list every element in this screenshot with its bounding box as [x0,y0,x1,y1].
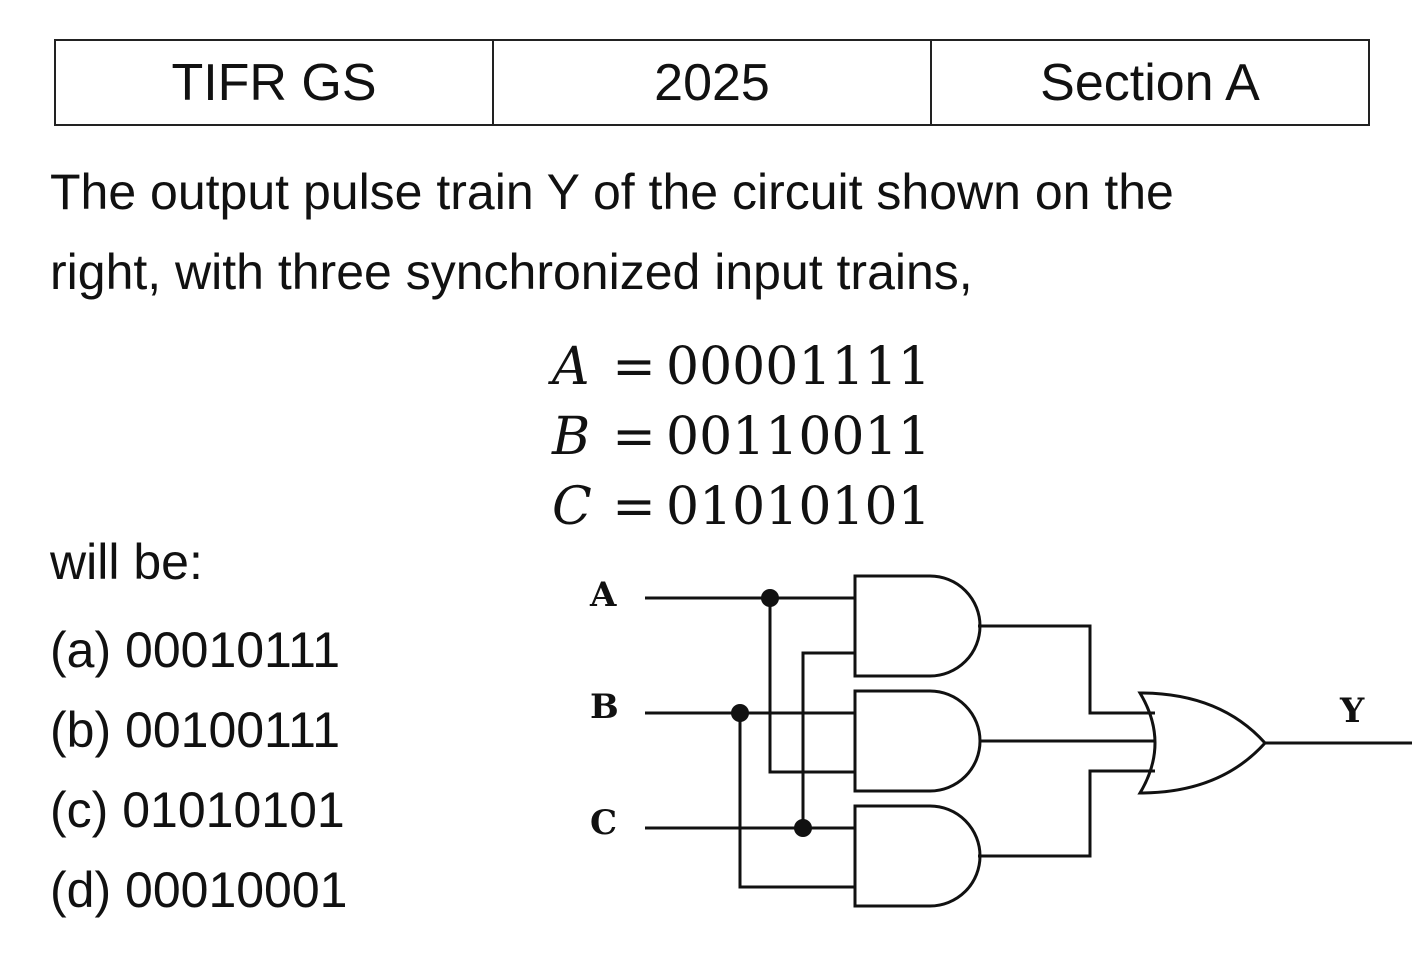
output-label-y: Y [1339,691,1365,731]
option-value: 01010101 [122,782,345,838]
header-year: 2025 [494,41,932,124]
or-gate [1137,691,1268,795]
option-value: 00010001 [125,862,348,918]
header-section: Section A [1040,53,1260,112]
equation-var: C [552,477,592,537]
option-label: (c) [50,782,109,838]
equation-value: 01010101 [666,477,931,537]
question-line-2: right, with three synchronized input tra… [50,244,973,300]
option-label: (d) [50,862,112,918]
input-equations: A=00001111 B=00110011 C=01010101 [552,332,931,542]
option-b[interactable]: (b) 00100111 [50,690,347,770]
option-c[interactable]: (c) 01010101 [50,770,347,850]
wire-and3-out [978,769,1155,858]
wire-b-branch [738,713,855,889]
equation-value: 00110011 [666,407,931,467]
junction-a [761,589,779,607]
header-exam: TIFR GS [56,41,494,124]
and-gate-1 [853,574,982,678]
prompt-tail: will be: [50,534,203,590]
equation-var: A [552,337,590,397]
and-gate-2 [853,689,982,793]
logic-circuit-diagram: A B C Y [589,574,1412,908]
option-value: 00100111 [125,702,341,758]
header-table: TIFR GS 2025 Section A [54,39,1370,126]
equation-value: 00001111 [666,337,931,397]
equation-b: B =00110011 [552,402,931,472]
junction-b [731,704,749,722]
junction-c [794,819,812,837]
option-value: 00010111 [125,622,341,678]
option-label: (a) [50,622,112,678]
equals-sign: = [612,337,656,397]
equation-c: C =01010101 [552,472,931,542]
wire-a-branch [768,598,855,774]
equation-a: A =00001111 [552,332,931,402]
wire-c-branch [801,651,855,828]
input-label-a: A [589,575,617,615]
question-text: The output pulse train Y of the circuit … [50,152,1390,312]
equals-sign: = [612,407,656,467]
input-label-c: C [590,803,617,843]
option-d[interactable]: (d) 00010001 [50,850,347,930]
input-label-b: B [590,687,619,727]
answer-options: (a) 00010111 (b) 00100111 (c) 01010101 (… [50,610,347,930]
wire-and1-out [978,624,1155,715]
and-gate-3 [853,804,982,908]
equation-var: B [552,407,591,467]
option-label: (b) [50,702,112,758]
question-line-1: The output pulse train Y of the circuit … [50,164,1174,220]
equals-sign: = [612,477,656,537]
option-a[interactable]: (a) 00010111 [50,610,347,690]
